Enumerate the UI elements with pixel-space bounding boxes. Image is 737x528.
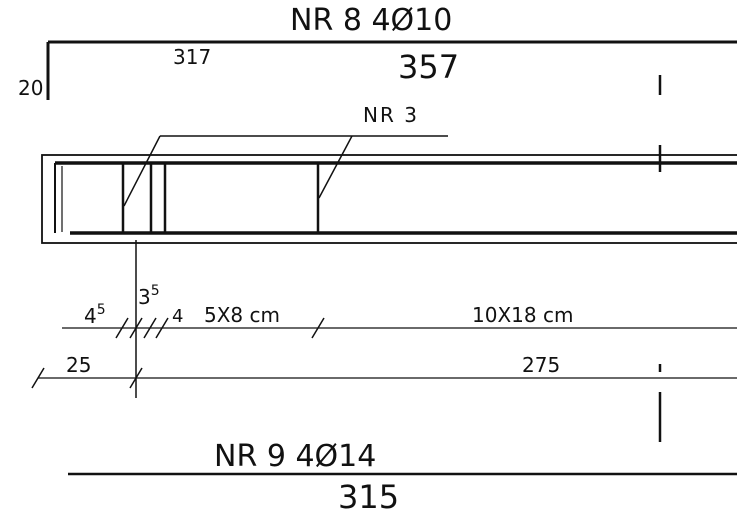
dim-3-5: 35 (138, 283, 160, 309)
bottom-bar-length: 315 (338, 478, 399, 516)
bottom-bar-title: NR 9 4Ø14 (214, 439, 376, 474)
tick-left (31, 367, 45, 389)
tick-4 (155, 317, 169, 339)
tick-1 (115, 317, 129, 339)
dim-spacing-1: 5X8 cm (204, 303, 280, 327)
stirrup-leader-1 (123, 135, 161, 207)
tick-2 (129, 317, 143, 339)
tick-mid (129, 367, 143, 389)
tick-3 (143, 317, 157, 339)
stirrup-leader-2 (318, 135, 353, 199)
beam-outline (41, 154, 737, 244)
top-bar-length: 357 (398, 48, 459, 86)
top-bar-hook-length: 20 (18, 76, 43, 100)
dim-25: 25 (66, 353, 91, 377)
dim-4-5: 45 (84, 302, 106, 328)
top-bar-inner-length: 317 (173, 45, 211, 69)
tick-5 (311, 317, 325, 339)
top-bar-title: NR 8 4Ø10 (290, 3, 452, 38)
dim-275: 275 (522, 353, 560, 377)
stirrup-label: NR 3 (363, 103, 419, 127)
dim-4: 4 (172, 306, 183, 327)
dim-spacing-2: 10X18 cm (472, 303, 573, 327)
